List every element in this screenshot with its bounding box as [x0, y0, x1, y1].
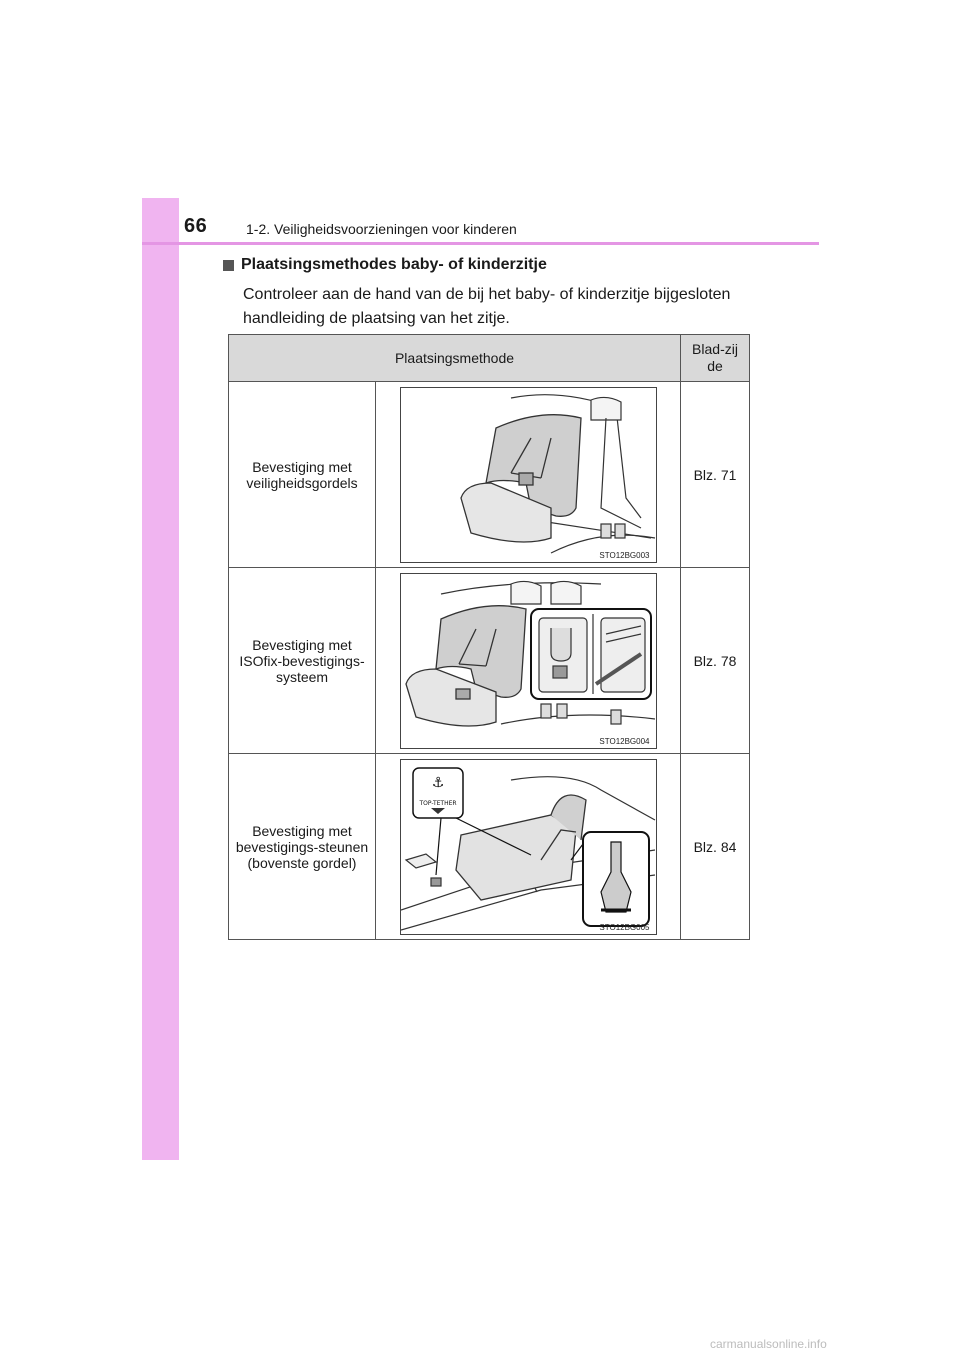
square-bullet-icon	[223, 259, 234, 271]
figure-code: STO12BG003	[599, 550, 650, 560]
heading-text: Plaatsingsmethodes baby- of kinderzitje	[241, 256, 547, 273]
figure-code: STO12BG005	[599, 922, 650, 932]
method-label: Bevestiging met bevestigings-steunen (bo…	[228, 753, 376, 940]
illustration-cell: ⚓ TOP-TETHER STO12BG005	[375, 753, 681, 940]
child-seat-seatbelt-icon	[459, 393, 655, 554]
table-row: Bevestiging met bevestigings-steunen (bo…	[228, 753, 750, 940]
section-heading: Plaatsingsmethodes baby- of kinderzitje	[223, 256, 547, 274]
illustration-cell: STO12BG003	[375, 381, 681, 568]
illustration-cell: STO12BG004	[375, 567, 681, 754]
table-row: Bevestiging met ISOfix-bevestigings-syst…	[228, 567, 750, 754]
child-seat-isofix-icon	[404, 580, 655, 727]
header-rule	[142, 242, 819, 245]
watermark: carmanualsonline.info	[710, 1337, 827, 1351]
svg-text:⚓: ⚓	[431, 775, 444, 791]
header-page: Blad-zijde	[680, 334, 750, 382]
isofix-illustration: STO12BG004	[399, 572, 657, 749]
page-reference: Blz. 78	[680, 567, 750, 754]
chapter-side-tab	[142, 198, 179, 1160]
section-title: 1-2. Veiligheidsvoorzieningen voor kinde…	[246, 221, 517, 237]
page-number: 66	[184, 215, 208, 237]
method-label: Bevestiging met veiligheidsgordels	[228, 381, 376, 568]
child-seat-top-tether-icon: ⚓ TOP-TETHER	[400, 766, 655, 931]
tether-label: TOP-TETHER	[418, 800, 456, 807]
figure-code: STO12BG004	[599, 736, 650, 746]
table-header-row: Plaatsingsmethode Blad-zijde	[228, 334, 750, 382]
placement-methods-table: Plaatsingsmethode Blad-zijde Bevestiging…	[228, 334, 750, 940]
method-label: Bevestiging met ISOfix-bevestigings-syst…	[228, 567, 376, 754]
page-reference: Blz. 84	[680, 753, 750, 940]
page-reference: Blz. 71	[680, 381, 750, 568]
header-method: Plaatsingsmethode	[228, 334, 681, 382]
seatbelt-illustration: STO12BG003	[399, 386, 657, 563]
top-tether-illustration: ⚓ TOP-TETHER STO12BG005	[399, 758, 657, 935]
intro-paragraph: Controleer aan de hand van de bij het ba…	[243, 286, 731, 327]
table-row: Bevestiging met veiligheidsgordels	[228, 381, 750, 568]
